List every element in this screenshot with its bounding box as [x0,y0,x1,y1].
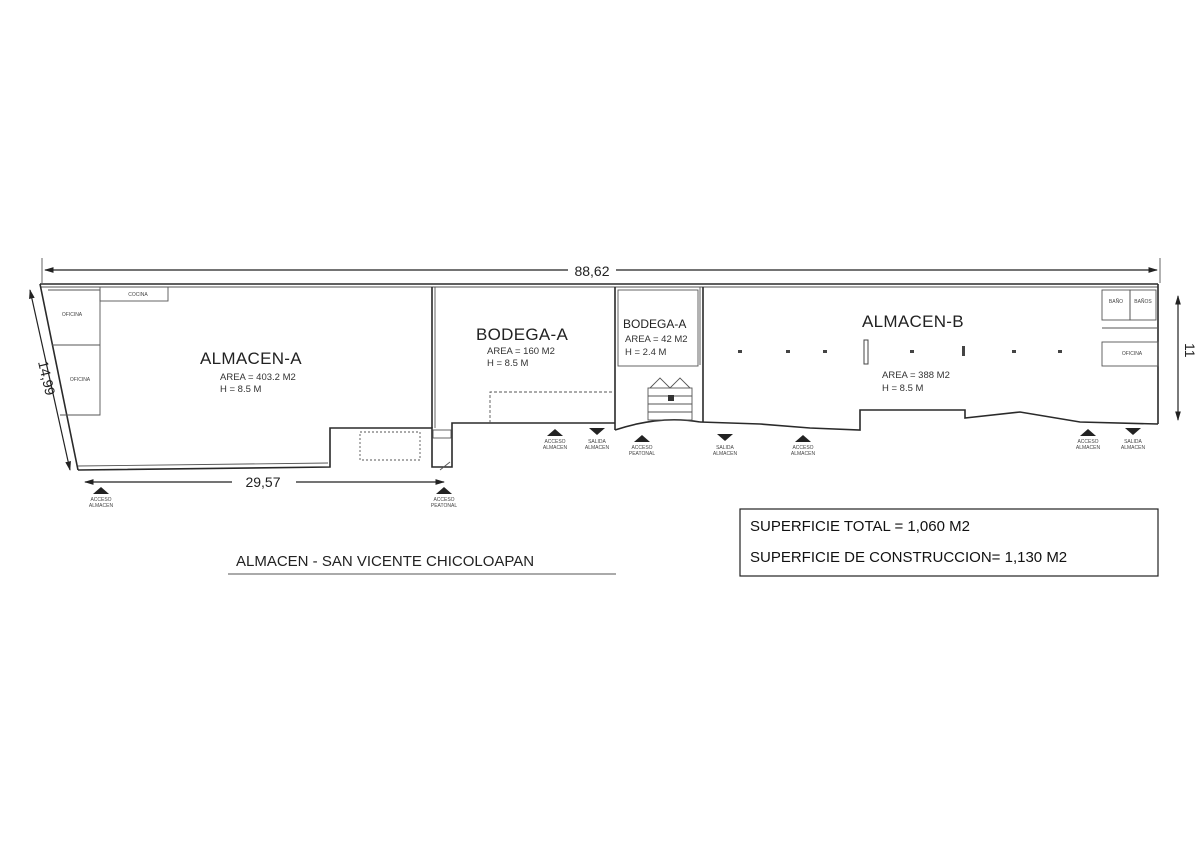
left-depth-label: 14,99 [35,359,59,397]
access-label: ACCESO [90,497,111,503]
access-sublabel: PEATONAL [431,503,457,509]
access-label: ACCESO [1077,439,1098,445]
almacen-b-name: ALMACEN-B [862,312,964,331]
exit-arrow-icon [717,434,733,441]
cocina-label: COCINA [128,292,148,298]
access-sublabel: ALMACEN [791,451,816,457]
almacen-b-area: AREA = 388 M2 [882,370,950,381]
room-almacen-b: ALMACEN-B AREA = 388 M2 H = 8.5 M [862,312,964,394]
overall-width-label: 88,62 [574,263,609,279]
front-dimension: 29,57 [84,474,445,490]
summary-construction: SUPERFICIE DE CONSTRUCCION= 1,130 M2 [750,549,1067,566]
room-bodega-a-small: BODEGA-A AREA = 42 M2 H = 2.4 M [623,317,688,358]
almacen-a-area: AREA = 403.2 M2 [220,372,296,383]
bano-label-1: BAÑO [1109,298,1123,305]
oficina-label-3: OFICINA [1122,351,1143,357]
bodega-a-small-area: AREA = 42 M2 [625,334,688,345]
summary-total: SUPERFICIE TOTAL = 1,060 M2 [750,518,970,535]
exit-label: SALIDA [1124,439,1142,445]
bodega-a-small-name: BODEGA-A [623,317,686,331]
access-label: ACCESO [631,445,652,451]
building-outline [39,283,1159,471]
exit-arrow-icon [1125,428,1141,435]
access-arrow-icon [795,435,811,442]
right-depth-dimension: 11 [1175,295,1198,421]
exit-sublabel: ALMACEN [1121,445,1146,451]
exit-sublabel: ALMACEN [585,445,610,451]
almacen-b-height: H = 8.5 M [882,383,924,394]
bano-label-2: BAÑOS [1134,298,1152,305]
right-depth-label: 11 [1182,343,1198,358]
access-arrow-icon [93,487,109,494]
exit-label: SALIDA [588,439,606,445]
exit-sublabel: ALMACEN [713,451,738,457]
oficina-label-1: OFICINA [62,312,83,318]
access-label: ACCESO [792,445,813,451]
exit-arrow-icon [589,428,605,435]
access-label: ACCESO [433,497,454,503]
overall-width-dimension: 88,62 [41,258,1161,283]
columns [738,339,1062,365]
stair-symbol [647,377,693,421]
left-depth-dimension: 14,99 [29,289,71,471]
access-sublabel: ALMACEN [1076,445,1101,451]
access-markers: ACCESO ALMACEN ACCESO PEATONAL ACCESO AL… [89,428,1146,509]
room-almacen-a: ALMACEN-A AREA = 403.2 M2 H = 8.5 M [200,349,302,395]
access-sublabel: ALMACEN [89,503,114,509]
access-label: ACCESO [544,439,565,445]
almacen-a-name: ALMACEN-A [200,349,302,368]
bodega-a-large-area: AREA = 160 M2 [487,346,555,357]
access-arrow-icon [634,435,650,442]
plan-title: ALMACEN - SAN VICENTE CHICOLOAPAN [228,553,616,575]
access-sublabel: ALMACEN [543,445,568,451]
bodega-a-large-height: H = 8.5 M [487,358,529,369]
almacen-b-offices: BAÑO BAÑOS OFICINA [1101,289,1159,367]
plan-title-text: ALMACEN - SAN VICENTE CHICOLOAPAN [236,553,534,570]
bodega-a-large-name: BODEGA-A [476,325,569,344]
almacen-a-offices: OFICINA OFICINA COCINA [48,286,169,416]
bodega-a-small-height: H = 2.4 M [625,347,667,358]
room-bodega-a-large: BODEGA-A AREA = 160 M2 H = 8.5 M [476,325,569,369]
summary-box: SUPERFICIE TOTAL = 1,060 M2 SUPERFICIE D… [739,508,1159,577]
access-arrow-icon [436,487,452,494]
access-sublabel: PEATONAL [629,451,655,457]
oficina-label-2: OFICINA [70,377,91,383]
access-arrow-icon [547,429,563,436]
front-office-box [359,429,452,471]
access-arrow-icon [1080,429,1096,436]
exit-label: SALIDA [716,445,734,451]
almacen-a-height: H = 8.5 M [220,384,262,395]
front-dimension-label: 29,57 [245,474,280,490]
